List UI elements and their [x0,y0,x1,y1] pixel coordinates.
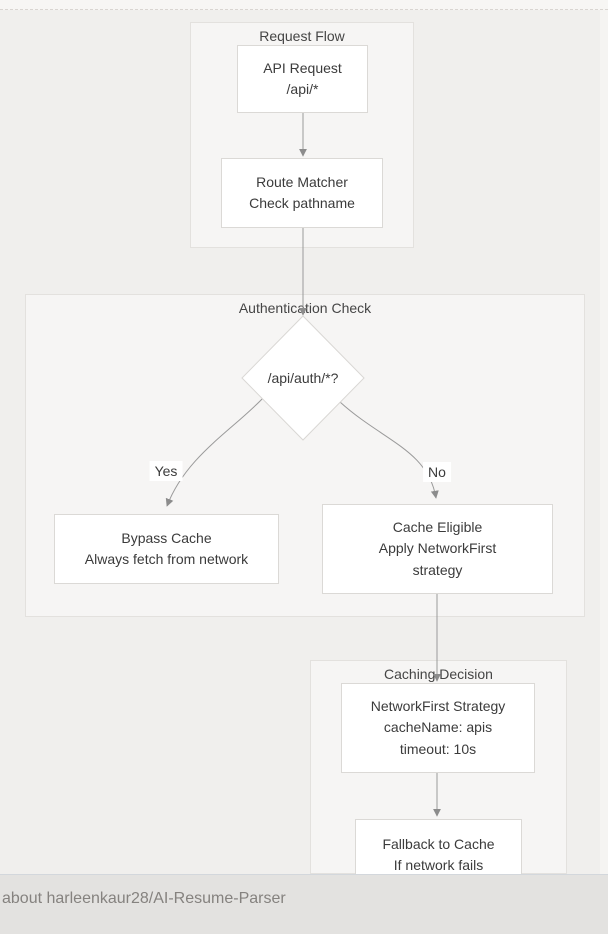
node-auth-decision-label: /api/auth/*? [267,370,339,386]
node-route-matcher-line2: Check pathname [249,195,355,211]
node-fallback-line1: Fallback to Cache [382,835,495,852]
edge-label-no: No [423,462,451,482]
node-networkfirst-strategy: NetworkFirst Strategy cacheName: apis ti… [341,683,535,773]
node-networkfirst-line2: cacheName: apis [383,719,493,736]
node-bypass-cache-line1: Bypass Cache [121,529,212,546]
node-fallback-line2: If network fails [393,857,484,873]
node-networkfirst-line1: NetworkFirst Strategy [370,697,506,714]
top-dashed-divider [0,0,608,10]
subgraph-title-request-flow: Request Flow [259,28,345,44]
right-edge-strip [600,10,608,874]
node-cache-eligible: Cache Eligible Apply NetworkFirst strate… [322,504,553,594]
node-route-matcher: Route Matcher Check pathname [221,158,383,228]
node-api-request: API Request /api/* [237,45,368,113]
node-bypass-cache: Bypass Cache Always fetch from network [54,514,279,584]
node-cache-eligible-line2: Apply NetworkFirst [378,540,497,557]
node-route-matcher-line1: Route Matcher [256,173,348,190]
node-cache-eligible-line3: strategy [412,561,463,578]
node-networkfirst-line3: timeout: 10s [399,740,477,757]
subgraph-title-authentication-check: Authentication Check [238,300,372,316]
node-api-request-line1: API Request [263,59,342,76]
subgraph-title-caching-decision: Caching Decision [384,666,493,682]
status-bar: about harleenkaur28/AI-Resume-Parser [0,874,608,934]
node-cache-eligible-line1: Cache Eligible [392,518,483,535]
status-bar-text: about harleenkaur28/AI-Resume-Parser [2,890,286,907]
node-api-request-line2: /api/* [286,81,319,97]
node-bypass-cache-line2: Always fetch from network [84,551,249,567]
edge-label-yes: Yes [149,461,183,481]
